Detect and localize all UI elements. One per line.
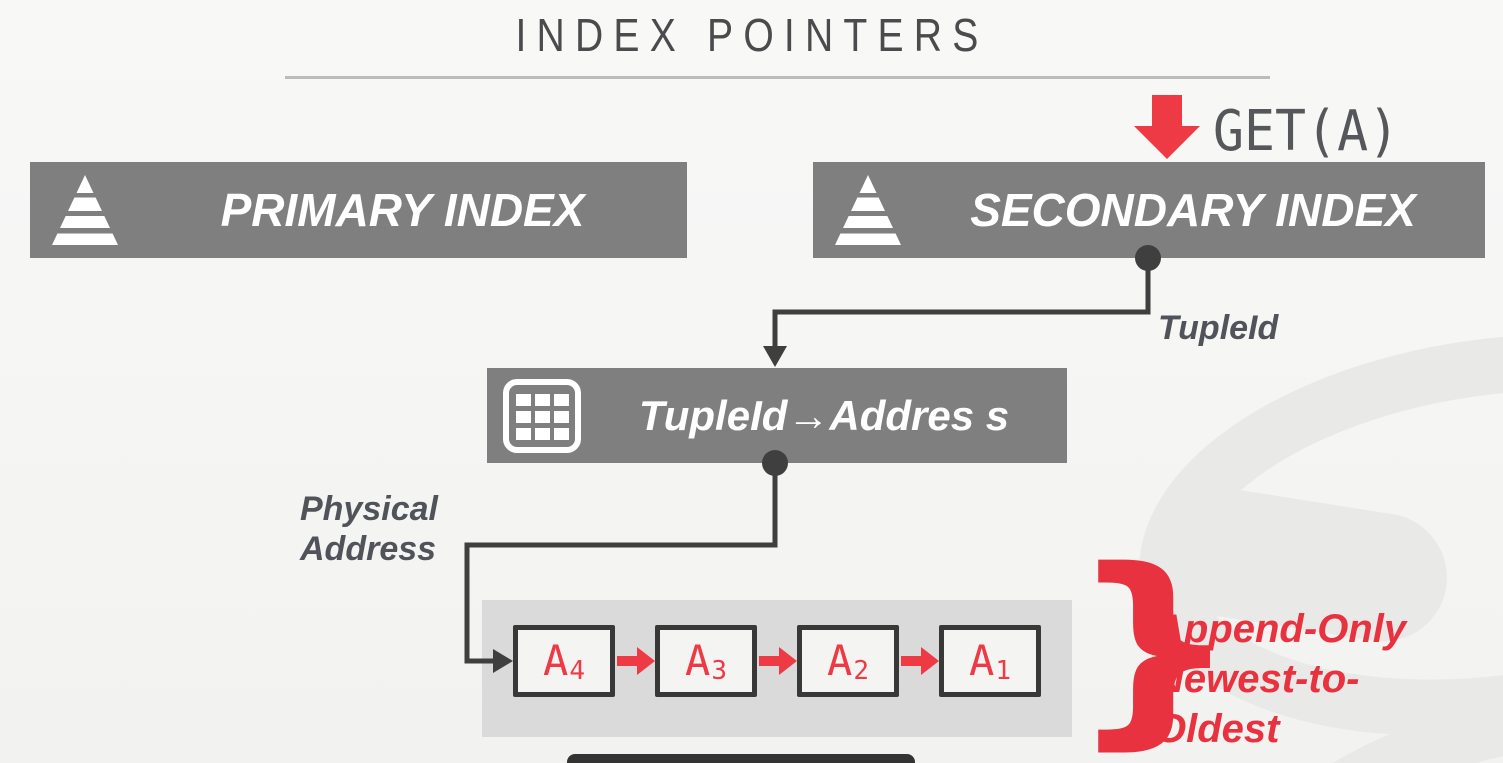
- partial-box-bottom: [567, 754, 915, 763]
- version-label: A: [543, 636, 569, 685]
- version-label: A: [827, 636, 853, 685]
- append-only-note: Append-Only Newest-to- Oldest: [1155, 604, 1406, 754]
- physical-address-label: Physical Address: [300, 489, 438, 569]
- append-only-line1: Append-Only: [1155, 607, 1407, 651]
- primary-index-label: PRIMARY INDEX: [220, 184, 585, 236]
- pyramid-icon: [52, 175, 118, 245]
- version-subscript: 4: [569, 656, 585, 686]
- secondary-to-map-connector: [772, 258, 1151, 348]
- append-only-line2: Newest-to-: [1155, 657, 1360, 701]
- page-title: INDEX POINTERS: [514, 9, 989, 61]
- append-only-line3: Oldest: [1155, 707, 1280, 751]
- version-subscript: 3: [711, 656, 727, 686]
- tupleid-address-box: TupleId→Addres s: [487, 368, 1067, 463]
- version-subscript: 2: [853, 656, 869, 686]
- version-label: A: [685, 636, 711, 685]
- primary-index-box: PRIMARY INDEX: [30, 162, 687, 258]
- get-request-label: GET(A): [1213, 99, 1400, 164]
- physical-address-line1: Physical: [300, 490, 438, 528]
- pyramid-icon: [835, 175, 901, 245]
- title-underline: [285, 76, 1270, 79]
- map-arrowhead-icon: [763, 346, 787, 367]
- secondary-index-label: SECONDARY INDEX: [970, 184, 1416, 236]
- version-subscript: 1: [995, 656, 1011, 686]
- tupleid-address-label: TupleId→Addres s: [638, 391, 1010, 439]
- version-label: A: [969, 636, 995, 685]
- get-down-arrow-icon: [1134, 95, 1200, 159]
- physical-address-line2: Address: [300, 530, 437, 568]
- tupleid-edge-label: TupleId: [1158, 309, 1279, 347]
- secondary-index-box: SECONDARY INDEX: [813, 162, 1485, 258]
- table-grid-icon: [503, 378, 581, 453]
